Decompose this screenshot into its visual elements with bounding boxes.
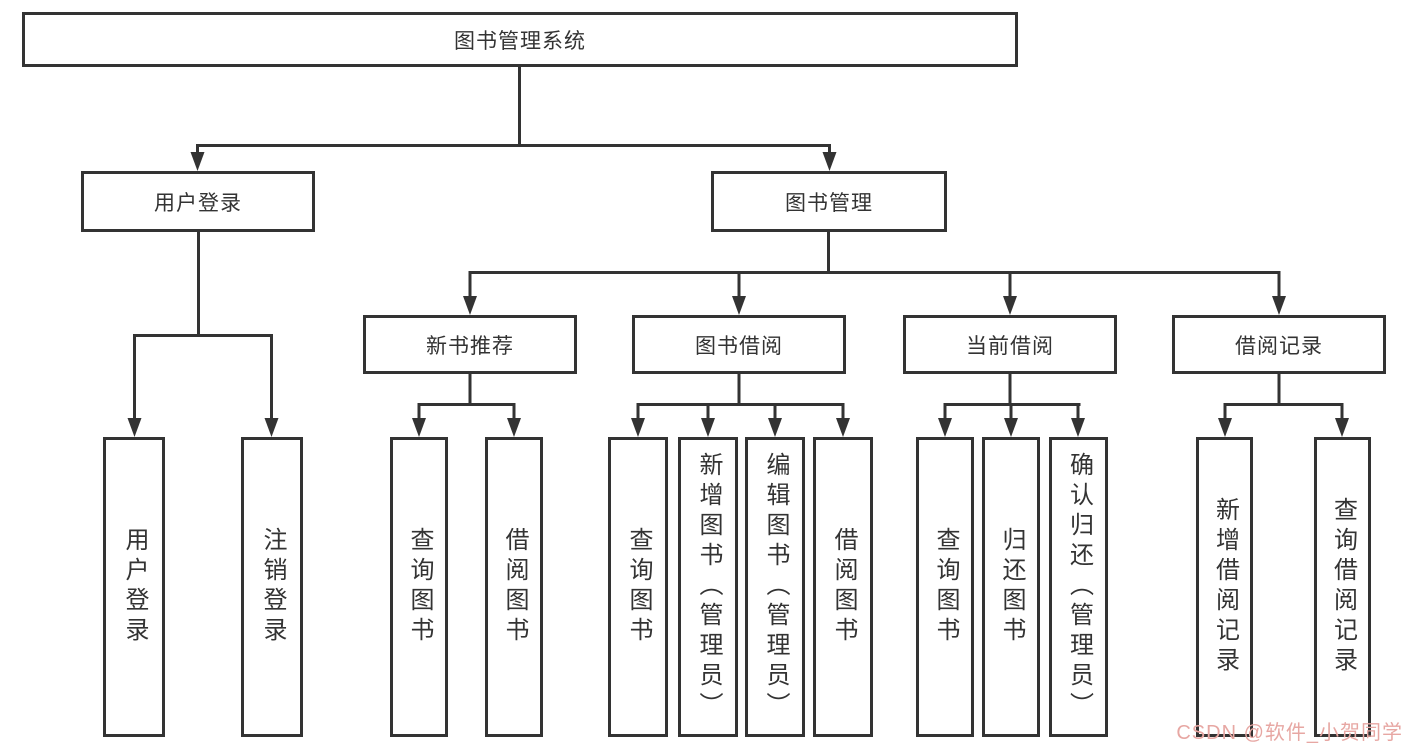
node-user-login: 用户登录 [81, 171, 315, 232]
leaf-borrow-books-borrowing: 借阅图书 [813, 437, 873, 737]
leaf-label: 归还图书 [998, 527, 1025, 647]
connector-root-to-level2 [190, 67, 837, 171]
node-borrowing-records: 借阅记录 [1172, 315, 1386, 374]
leaf-user-login: 用户登录 [103, 437, 165, 737]
leaf-label: 借阅图书 [830, 527, 857, 647]
connector-borrowing-records-to-leaves [1218, 374, 1349, 437]
csdn-watermark: CSDN @软件_小贺同学 [1176, 722, 1403, 744]
leaf-confirm-return-admin: 确认归还（管理员） [1049, 437, 1108, 737]
leaf-query-books-recommend: 查询图书 [390, 437, 448, 737]
leaf-label: 查询图书 [932, 527, 959, 647]
leaf-edit-book-admin: 编辑图书（管理员） [745, 437, 805, 737]
connector-new-book-recommend-to-leaves [412, 374, 521, 437]
node-library-management-system: 图书管理系统 [22, 12, 1018, 67]
leaf-label: 查询图书 [625, 527, 652, 647]
leaf-logout: 注销登录 [241, 437, 303, 737]
leaf-label: 新增借阅记录 [1211, 497, 1239, 677]
leaf-label: 编辑图书（管理员） [762, 452, 789, 722]
node-book-borrowing: 图书借阅 [632, 315, 846, 374]
connector-user-login-to-leaves [127, 232, 279, 437]
leaf-label: 新增图书（管理员） [695, 452, 722, 722]
connector-book-borrowing-to-leaves [631, 374, 850, 437]
leaf-add-book-admin: 新增图书（管理员） [678, 437, 738, 737]
leaf-label: 借阅图书 [501, 527, 528, 647]
leaf-query-books-borrowing: 查询图书 [608, 437, 668, 737]
leaf-return-books: 归还图书 [982, 437, 1040, 737]
node-current-borrowing: 当前借阅 [903, 315, 1117, 374]
leaf-label: 查询图书 [406, 527, 433, 647]
node-new-book-recommend: 新书推荐 [363, 315, 577, 374]
leaf-label: 注销登录 [259, 527, 286, 647]
connector-book-management-to-level3 [463, 232, 1286, 315]
leaf-query-books-current: 查询图书 [916, 437, 974, 737]
leaf-label: 确认归还（管理员） [1065, 452, 1093, 722]
leaf-label: 用户登录 [121, 527, 148, 647]
leaf-add-borrow-record: 新增借阅记录 [1196, 437, 1253, 737]
leaf-label: 查询借阅记录 [1329, 497, 1357, 677]
connector-current-borrowing-to-leaves [938, 374, 1085, 437]
leaf-query-borrow-record: 查询借阅记录 [1314, 437, 1371, 737]
node-book-management: 图书管理 [711, 171, 947, 232]
leaf-borrow-books-recommend: 借阅图书 [485, 437, 543, 737]
